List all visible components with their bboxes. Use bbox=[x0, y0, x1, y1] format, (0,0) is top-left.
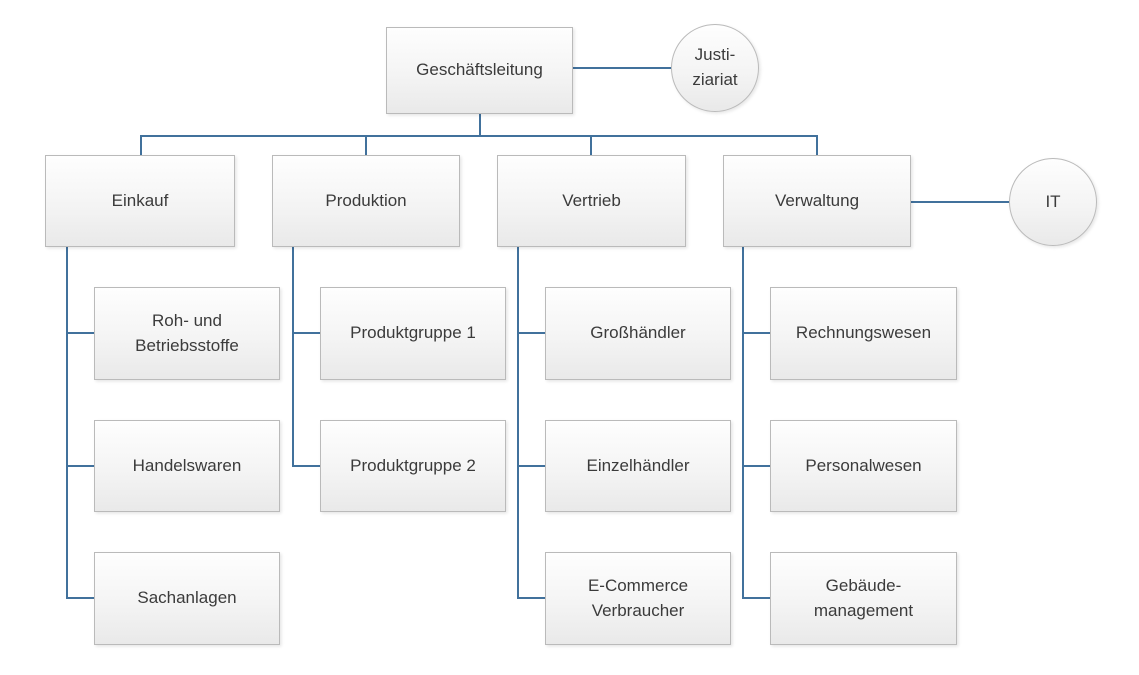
connector-verwaltung-stub-1 bbox=[742, 332, 770, 334]
node-gebaeudemanagement: Gebäude- management bbox=[770, 552, 957, 645]
connector-einkauf-stub-2 bbox=[66, 465, 94, 467]
connector-vertrieb-spine bbox=[517, 247, 519, 598]
node-handelswaren: Handelswaren bbox=[94, 420, 280, 512]
node-ecommerce-verbraucher: E-Commerce Verbraucher bbox=[545, 552, 731, 645]
node-personalwesen: Personalwesen bbox=[770, 420, 957, 512]
node-vertrieb: Vertrieb bbox=[497, 155, 686, 247]
connector-einkauf-stub-1 bbox=[66, 332, 94, 334]
connector-verwaltung-it bbox=[911, 201, 1009, 203]
connector-einkauf-stub-3 bbox=[66, 597, 94, 599]
connector-root-drop bbox=[479, 114, 481, 136]
node-gebaeudemanagement-label: Gebäude- management bbox=[813, 575, 914, 620]
node-it: IT bbox=[1009, 158, 1097, 246]
connector-drop-einkauf bbox=[140, 135, 142, 155]
node-produktion: Produktion bbox=[272, 155, 460, 247]
node-grosshaendler: Großhändler bbox=[545, 287, 731, 380]
node-handelswaren-label: Handelswaren bbox=[132, 455, 242, 475]
node-produktgruppe-1-label: Produktgruppe 1 bbox=[350, 323, 476, 343]
node-produktgruppe-2-label: Produktgruppe 2 bbox=[350, 455, 476, 475]
node-einkauf-label: Einkauf bbox=[111, 190, 169, 210]
node-personalwesen-label: Personalwesen bbox=[805, 455, 922, 475]
node-justiziariat: Justi- ziariat bbox=[671, 24, 759, 112]
connector-produktion-stub-2 bbox=[292, 465, 320, 467]
connector-department-bus bbox=[141, 135, 817, 137]
connector-drop-produktion bbox=[365, 135, 367, 155]
connector-root-justiziariat bbox=[573, 67, 671, 69]
node-roh-und-betriebsstoffe-label: Roh- und Betriebsstoffe bbox=[135, 310, 239, 355]
connector-drop-vertrieb bbox=[590, 135, 592, 155]
node-produktgruppe-2: Produktgruppe 2 bbox=[320, 420, 506, 512]
connector-verwaltung-stub-2 bbox=[742, 465, 770, 467]
node-einzelhaendler-label: Einzelhändler bbox=[586, 455, 690, 475]
node-verwaltung: Verwaltung bbox=[723, 155, 911, 247]
connector-produktion-spine bbox=[292, 247, 294, 466]
node-rechnungswesen: Rechnungswesen bbox=[770, 287, 957, 380]
connector-produktion-stub-1 bbox=[292, 332, 320, 334]
node-einkauf: Einkauf bbox=[45, 155, 235, 247]
node-justiziariat-label: Justi- ziariat bbox=[692, 45, 738, 89]
node-grosshaendler-label: Großhändler bbox=[590, 323, 686, 343]
node-it-label: IT bbox=[1045, 191, 1061, 211]
node-rechnungswesen-label: Rechnungswesen bbox=[795, 323, 932, 343]
node-sachanlagen-label: Sachanlagen bbox=[137, 588, 237, 608]
connector-drop-verwaltung bbox=[816, 135, 818, 155]
node-geschaeftsleitung-label: Geschäftsleitung bbox=[416, 60, 543, 80]
node-produktion-label: Produktion bbox=[325, 190, 407, 210]
node-produktgruppe-1: Produktgruppe 1 bbox=[320, 287, 506, 380]
node-geschaeftsleitung: Geschäftsleitung bbox=[386, 27, 573, 114]
node-ecommerce-verbraucher-label: E-Commerce Verbraucher bbox=[587, 575, 689, 620]
connector-vertrieb-stub-1 bbox=[517, 332, 545, 334]
node-sachanlagen: Sachanlagen bbox=[94, 552, 280, 645]
node-vertrieb-label: Vertrieb bbox=[562, 190, 621, 210]
node-verwaltung-label: Verwaltung bbox=[774, 190, 860, 210]
connector-einkauf-spine bbox=[66, 247, 68, 598]
connector-verwaltung-stub-3 bbox=[742, 597, 770, 599]
node-einzelhaendler: Einzelhändler bbox=[545, 420, 731, 512]
connector-verwaltung-spine bbox=[742, 247, 744, 598]
connector-vertrieb-stub-3 bbox=[517, 597, 545, 599]
node-roh-und-betriebsstoffe: Roh- und Betriebsstoffe bbox=[94, 287, 280, 380]
connector-vertrieb-stub-2 bbox=[517, 465, 545, 467]
